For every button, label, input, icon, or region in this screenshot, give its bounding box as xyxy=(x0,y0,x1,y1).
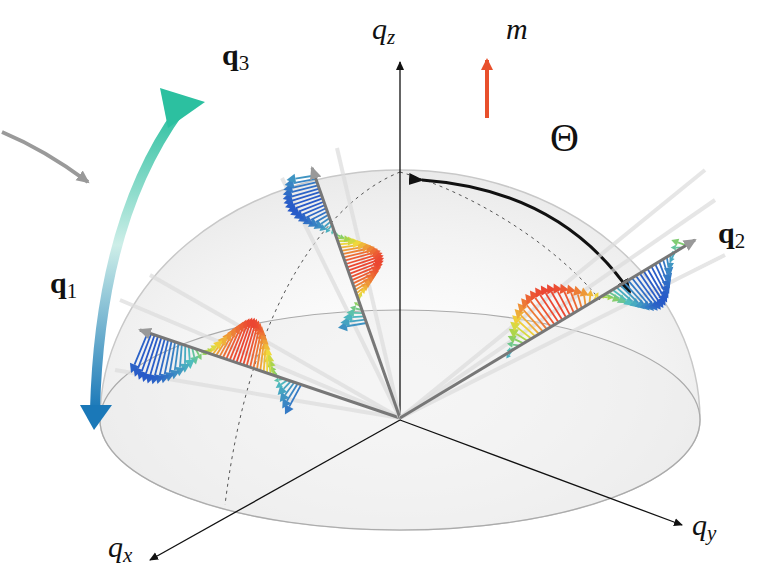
ghost-vector xyxy=(337,148,400,418)
magnetization-arrow xyxy=(485,60,489,118)
q-vector xyxy=(312,168,400,418)
rotation-arrow-head xyxy=(80,405,112,430)
q-vector xyxy=(400,240,695,418)
axis-label: q2 xyxy=(718,218,745,252)
ghost-vector xyxy=(400,170,705,418)
qx-axis xyxy=(150,420,400,560)
qz-axis xyxy=(399,62,400,420)
rotation-arrow-head xyxy=(160,88,205,128)
spin-arrow xyxy=(530,290,555,324)
spin-arrow xyxy=(137,335,154,380)
ghost-vector xyxy=(120,300,400,418)
spin-arrow xyxy=(286,174,314,184)
spin-arrow xyxy=(130,333,148,373)
axis-label: q1 xyxy=(50,268,77,302)
spin-arrow xyxy=(257,330,267,369)
axis-label: qy xyxy=(692,510,716,544)
spin-arrow xyxy=(213,336,227,355)
ghost-vector xyxy=(400,255,725,418)
spin-arrow xyxy=(209,340,222,353)
spin-arrow xyxy=(133,334,151,377)
axis-label: q3 xyxy=(222,40,249,74)
ghost-vector xyxy=(282,178,400,418)
spin-arrow xyxy=(573,286,583,309)
pointer-arrow xyxy=(2,132,88,182)
spin-arrow xyxy=(264,353,274,375)
spin-arrow xyxy=(509,329,528,341)
ghost-vector xyxy=(400,200,715,418)
spin-arrow xyxy=(521,298,547,329)
axis-label: qz xyxy=(372,14,395,48)
meridian-line xyxy=(225,172,400,505)
axis-label: Θ xyxy=(550,118,579,158)
rotation-arrow xyxy=(95,110,180,410)
spin-arrow xyxy=(525,294,551,327)
spin-arrow xyxy=(340,317,365,327)
spin-arrow xyxy=(518,303,543,331)
axis-label: m xyxy=(506,14,528,44)
theta-arc xyxy=(422,180,630,292)
qy-axis xyxy=(400,420,682,525)
spin-arrow xyxy=(260,340,270,371)
spin-arrow xyxy=(236,318,253,363)
axis-label: qx xyxy=(108,532,132,566)
